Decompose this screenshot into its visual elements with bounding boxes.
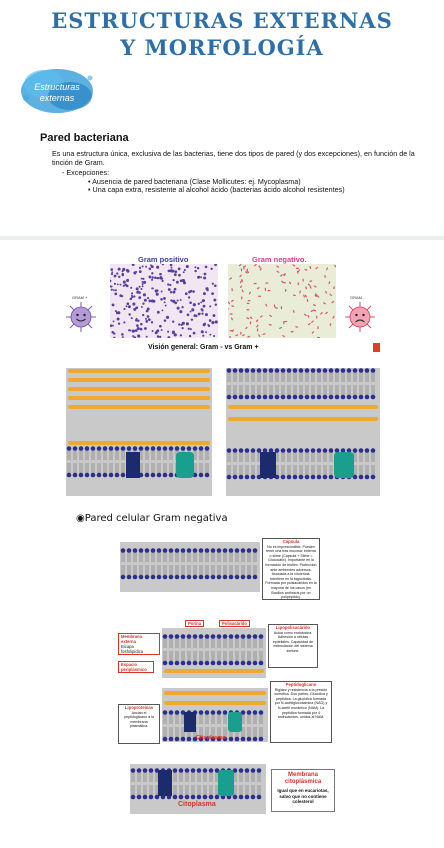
peptidoglycan-diagram (162, 688, 268, 742)
gram-positive-label: Gram positivo (138, 255, 189, 264)
face-tag-positive: GRAM + (72, 295, 88, 300)
peptidoglycan-note-text: Rigidez y resistencia a la presión osmót… (274, 687, 328, 720)
lipoprotein-note: Lipoproteínas Anclan el peptidoglicano a… (118, 704, 160, 744)
cytoplasmic-membrane-title: Membrana citoplásmica (284, 772, 322, 785)
gram-positive-wall-diagram (66, 368, 212, 496)
page-title-line-2: Y MORFOLOGÍA (120, 35, 324, 60)
lps-note: Lipopolisacárido Actúa como endotoxina. … (268, 624, 318, 668)
negative-wall-heading: ◉Pared celular Gram negativa (76, 513, 228, 524)
outer-membrane-label: Membrana externa Bicapa fosfolipídica (118, 633, 160, 655)
exception-item: • Una capa extra, resistente al alcohol … (88, 185, 345, 194)
intro-paragraph: Es una estructura única, exclusiva de la… (52, 149, 415, 167)
polysaccharide-label: Polisacárido (219, 620, 250, 627)
capsule-note-title: Cápsula (282, 539, 300, 544)
exceptions-label: - Excepciones: (62, 168, 110, 177)
page-1: ESTRUCTURAS EXTERNAS Y MORFOLOGÍA Estruc… (0, 0, 444, 236)
outer-membrane-diagram (162, 628, 266, 678)
gram-positive-micrograph (110, 264, 218, 338)
happy-bacterium-icon (66, 302, 96, 332)
capsule-diagram (120, 542, 260, 592)
gram-negative-micrograph (228, 264, 336, 338)
lps-note-title: Lipopolisacárido (275, 625, 311, 630)
exception-text: Ausencia de pared bacteriana (Clase Moll… (92, 177, 301, 186)
corner-marker (373, 343, 380, 352)
exception-item: • Ausencia de pared bacteriana (Clase Mo… (88, 177, 301, 186)
sad-bacterium-icon (345, 302, 375, 332)
gram-negative-wall-diagram (226, 368, 380, 496)
periplasmic-space-label: Espacio periplásmico (118, 661, 154, 673)
exception-text: Una capa extra, resistente al alcohol ác… (92, 185, 345, 194)
cytoplasmic-membrane-note: Membrana citoplásmica Igual que en eucar… (271, 769, 335, 812)
page-2: Gram positivo Gram negativo. GRAM + GRAM… (0, 240, 444, 848)
watercolor-badge (21, 69, 93, 113)
page-title-line-1: ESTRUCTURAS EXTERNAS (51, 8, 393, 33)
cytoplasmic-membrane-text: Igual que en eucariotas, salvo que no co… (277, 788, 329, 804)
capsule-note-text: No es imprescindible. Pueden tener una t… (265, 544, 317, 600)
gram-negative-label: Gram negativo. (252, 255, 307, 264)
negative-wall-heading-text: Pared celular Gram negativa (84, 513, 228, 524)
bilayer-label: Bicapa fosfolipídica (121, 644, 144, 654)
face-tag-negative: GRAM - (350, 295, 365, 300)
lps-note-text: Actúa como endotoxina. Adhesión a célula… (272, 630, 314, 653)
peptidoglycan-note: Peptidoglicano Rigidez y resistencia a l… (270, 681, 332, 743)
cytoplasmic-membrane-diagram (130, 764, 266, 814)
capsule-note: Cápsula No es imprescindible. Pueden ten… (262, 538, 320, 600)
lipoprotein-note-text: Anclan el peptidoglicano a la membrana p… (124, 710, 154, 729)
outer-membrane-title: Membrana externa (121, 634, 142, 644)
peptidoglycan-note-title: Peptidoglicano (285, 682, 317, 687)
lipoprotein-note-title: Lipoproteínas (124, 705, 154, 710)
overview-title: Visión general: Gram - vs Gram + (148, 344, 259, 351)
section-heading: Pared bacteriana (40, 132, 129, 144)
cytoplasm-label-bottom: Citoplasma (178, 801, 216, 808)
exceptions-label-text: Excepciones: (66, 168, 110, 177)
porin-label: Porina (185, 620, 205, 627)
cytoplasm-label-detail: Citoplasma (196, 735, 226, 741)
badge-label: Estructuras externas (34, 82, 80, 103)
page-divider (0, 236, 444, 240)
